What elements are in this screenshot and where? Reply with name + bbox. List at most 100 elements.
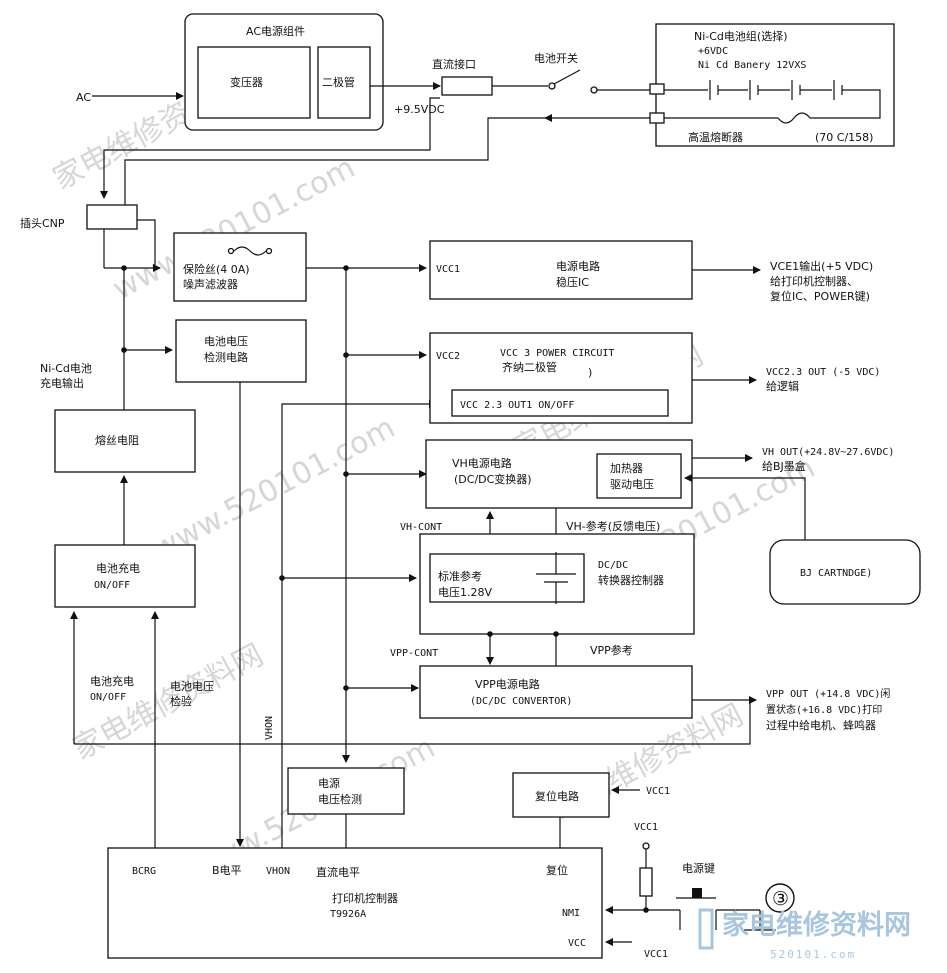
vpp-cont-label: VPP-CONT: [390, 648, 438, 659]
charge-onoff-line2: ON/OFF: [90, 692, 126, 703]
vh-circuit-line1: VH电源电路: [452, 456, 512, 470]
battery-connector-bottom: [649, 112, 665, 124]
battery-voltage-detect-block: [175, 319, 307, 383]
vcc2-out1-onoff-label: VCC 2.3 OUT1 ON/OFF: [460, 400, 574, 411]
thermal-fuse-label: 高温熔断器: [688, 130, 743, 144]
nicd-charge-out-line2: 充电输出: [40, 376, 84, 390]
vcc1-circuit-block: [429, 240, 693, 300]
vpp-ref-label: VPP参考: [590, 643, 633, 657]
controller-bcrg-label: BCRG: [132, 866, 156, 877]
batt-check-line2: 检验: [170, 694, 192, 708]
fuse-filter-line1: 保险丝(4 0A): [183, 262, 250, 276]
vpp-circuit-line2: (DC/DC CONVERTOR): [470, 696, 572, 707]
nicd-charge-out-line1: Ni-Cd电池: [40, 362, 92, 375]
power-voltage-detect-block: [287, 767, 405, 815]
controller-dc-level-label: 直流电平: [316, 865, 360, 879]
battery-pack-block: [655, 23, 895, 147]
dc-voltage-label: +9.5VDC: [394, 103, 445, 116]
vcc1-out-line2: 给打印机控制器、: [770, 274, 858, 288]
ac-input-label: AC: [76, 91, 91, 104]
controller-reset-label: 复位: [546, 863, 568, 877]
vcc2-out-line2: 给逻辑: [766, 379, 799, 393]
battery-pack-line2: +6VDC: [698, 46, 728, 57]
power-key-switch: [676, 888, 776, 931]
pullup-resistor: [639, 867, 653, 897]
controller-nmi-label: NMI: [562, 908, 580, 919]
bj-cartridge-label: BJ CARTNDGE): [800, 568, 872, 579]
reference-voltage-line2: 电压1.28V: [438, 586, 492, 599]
transformer-block: [197, 46, 311, 119]
controller-title: 打印机控制器: [332, 891, 398, 905]
logo-icon: [698, 908, 714, 950]
controller-vcc1-input-label: VCC1: [644, 949, 668, 960]
reset-circuit-block: [512, 772, 610, 818]
vcc2-circuit-line1: VCC 3 POWER CIRCUIT: [500, 348, 614, 359]
logo-text: 家电维修资料网: [722, 909, 911, 941]
vh-cont-label: VH-CONT: [400, 522, 442, 533]
heater-drive-line2: 驱动电压: [610, 478, 654, 491]
reference-voltage-block: [429, 553, 585, 603]
bj-cartridge-block: [769, 539, 921, 605]
printer-controller-block: [107, 847, 603, 959]
site-logo: 家电维修资料网 520101.com: [698, 908, 911, 961]
batt-check-line1: 电池电压: [170, 680, 214, 693]
thermal-fuse-rating: (70 C/158): [815, 131, 873, 144]
power-key-label: 电源键: [682, 861, 715, 875]
battery-connector-top: [649, 83, 665, 95]
vcc2-circuit-line2: 齐纳二极管: [502, 360, 557, 374]
battery-pack-line1: Ni-Cd电池组(选择): [694, 29, 788, 43]
figure-number: ③: [772, 888, 789, 910]
controller-vcc-label: VCC: [568, 938, 586, 949]
vcc2-out-line1: VCC2.3 OUT (-5 VDC): [766, 367, 880, 378]
power-voltage-detect-line1: 电源: [318, 776, 340, 790]
fuse-filter-line2: 噪声滤波器: [183, 277, 238, 291]
dcdc-title-line2: 转换器控制器: [598, 573, 664, 587]
battery-switch: [553, 69, 581, 85]
fuse-filter-block: [173, 232, 307, 302]
battery-switch-label: 电池开关: [534, 51, 578, 65]
dc-jack-label: 直流接口: [432, 57, 476, 71]
fuse-resistor-block: [54, 409, 196, 473]
controller-vhon-label: VHON: [266, 866, 290, 877]
charge-switch-line1: 电池充电: [96, 561, 140, 575]
vcc2-out1-onoff-block: [451, 389, 669, 417]
controller-b-level-label: B电平: [212, 864, 242, 877]
battery-voltage-detect-line2: 检测电路: [204, 350, 248, 364]
vcc1-port-label: VCC1: [436, 264, 460, 275]
battery-voltage-detect-line1: 电池电压: [204, 335, 248, 348]
vcc1-out-line3: 复位IC、POWER键): [770, 289, 870, 303]
figure-number-circle: [765, 883, 795, 913]
vpp-out-line1: VPP OUT (+14.8 VDC)闲: [766, 687, 890, 700]
battery-cells: [664, 80, 881, 124]
vcc1-circuit-line1: 电源电路: [556, 259, 600, 273]
vcc1-out-line1: VCE1输出(+5 VDC): [770, 259, 873, 273]
charge-switch-block: [54, 544, 196, 608]
vhon-signal-label: VHON: [264, 716, 275, 740]
diode-label: 二极管: [322, 75, 355, 89]
charge-switch-line2: ON/OFF: [94, 580, 130, 591]
logo-url: 520101.com: [770, 948, 856, 961]
vh-out-line1: VH OUT(+24.8V~27.6VDC): [762, 447, 894, 458]
vh-ref-label: VH-参考(反馈电压): [566, 519, 660, 533]
diode-block: [317, 46, 371, 119]
plug-label: 插头CNP: [20, 216, 65, 230]
dcdc-title-line1: DC/DC: [598, 560, 628, 571]
vpp-circuit-block: [419, 665, 693, 719]
heater-drive-block: [596, 453, 682, 499]
vh-out-line2: 给BJ墨盒: [762, 459, 806, 473]
ac-adapter-title: AC电源组件: [246, 24, 305, 38]
vcc1-circuit-line2: 稳压IC: [556, 275, 589, 289]
reset-circuit-label: 复位电路: [535, 789, 579, 803]
dc-jack: [441, 76, 493, 96]
heater-drive-line1: 加热器: [610, 462, 643, 475]
plug-cnp: [86, 204, 138, 230]
vcc2-port-label: VCC2: [436, 351, 460, 362]
power-voltage-detect-line2: 电压检测: [318, 792, 362, 806]
vcc2-circuit-mark: ): [588, 366, 592, 379]
power-key-vcc1-label: VCC1: [634, 822, 658, 833]
fuse-resistor-label: 熔丝电阻: [95, 433, 139, 447]
vh-circuit-line2: (DC/DC变换器): [454, 472, 532, 486]
reset-vcc1-label: VCC1: [646, 786, 670, 797]
vpp-out-line2: 置状态(+16.8 VDC)打印: [766, 703, 882, 716]
